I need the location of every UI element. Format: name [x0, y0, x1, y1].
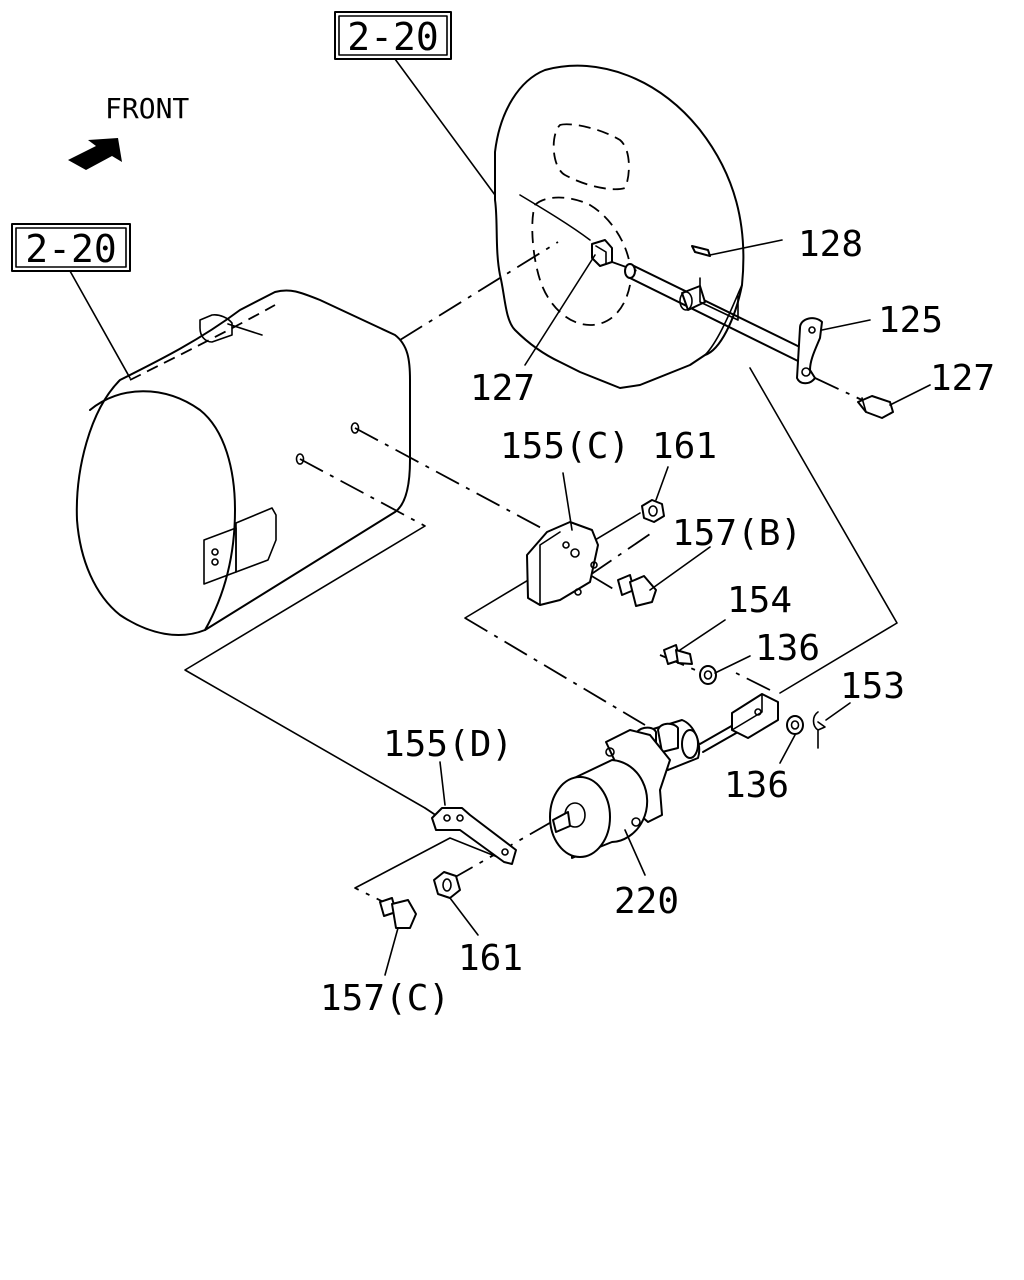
- callout-154[interactable]: 154: [727, 580, 792, 621]
- transmission-case: [75, 289, 411, 636]
- part-127-pin-right[interactable]: [857, 395, 894, 419]
- callout-136-top[interactable]: 136: [755, 628, 820, 669]
- callout-161-bottom[interactable]: 161: [458, 938, 523, 979]
- part-127-pin-left[interactable]: [591, 239, 613, 267]
- part-128-key[interactable]: [691, 245, 739, 321]
- ref-box-top[interactable]: 2-20: [334, 11, 452, 60]
- ref-left-leader: [69, 270, 131, 379]
- part-220-cylinder[interactable]: [549, 693, 779, 859]
- callout-127-left[interactable]: 127: [470, 368, 535, 409]
- callout-220[interactable]: 220: [614, 881, 679, 922]
- part-125-lever[interactable]: [796, 317, 823, 385]
- callout-125[interactable]: 125: [878, 300, 943, 341]
- callout-127-right[interactable]: 127: [930, 358, 995, 399]
- callout-157c[interactable]: 157(C): [320, 978, 450, 1019]
- callout-155c[interactable]: 155(C): [500, 426, 630, 467]
- callout-136-bottom[interactable]: 136: [724, 765, 789, 806]
- ref-top-leader: [394, 58, 496, 196]
- callout-161-top[interactable]: 161: [652, 426, 717, 467]
- ref-box-top-label: 2-20: [347, 15, 439, 59]
- part-136-washer-top[interactable]: [699, 665, 717, 685]
- front-arrow-icon: [68, 138, 122, 170]
- part-161-nut-top[interactable]: [641, 499, 665, 523]
- part-157c-bolt[interactable]: [379, 897, 417, 929]
- part-161-nut-bottom[interactable]: [433, 871, 461, 899]
- part-155d-bracket[interactable]: [431, 807, 517, 865]
- callout-155d[interactable]: 155(D): [383, 724, 513, 765]
- part-157b-bolt[interactable]: [617, 574, 657, 607]
- ref-box-left[interactable]: 2-20: [11, 223, 131, 272]
- callout-labels: 128 125 127 127 155(C) 161 157(B) 154 13…: [320, 224, 995, 1019]
- part-136-washer-bottom[interactable]: [786, 715, 804, 735]
- callout-157b[interactable]: 157(B): [672, 513, 802, 554]
- callout-153[interactable]: 153: [840, 666, 905, 707]
- bell-housing: [494, 64, 745, 389]
- part-153-clip[interactable]: [812, 711, 826, 749]
- part-154-pin[interactable]: [663, 644, 693, 665]
- ref-box-left-label: 2-20: [25, 227, 117, 271]
- clutch-shaft: [624, 263, 811, 363]
- front-label: FRONT: [105, 92, 189, 125]
- callout-leaders: [384, 239, 931, 976]
- callout-128[interactable]: 128: [798, 224, 863, 265]
- part-155c-bracket[interactable]: [526, 521, 599, 606]
